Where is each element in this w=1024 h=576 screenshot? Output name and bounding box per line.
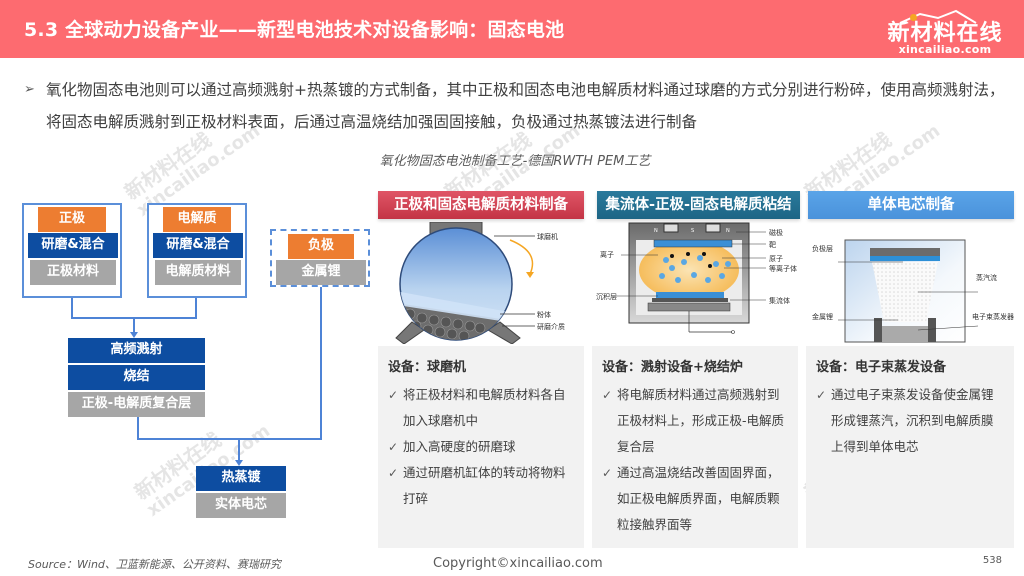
page-number: 538 — [982, 555, 1002, 566]
connector-line — [137, 438, 322, 440]
figure-caption: 氧化物固态电池制备工艺-德国RWTH PEM工艺 — [379, 154, 651, 169]
svg-text:S: S — [691, 228, 694, 234]
sintering-step: 烧结 — [68, 365, 205, 390]
electrolyte-group: 电解质 研磨&混合 电解质材料 — [147, 203, 247, 298]
page-title: 5.3 全球动力设备产业——新型电池技术对设备影响：固态电池 — [24, 19, 565, 41]
check-icon: ✓ — [602, 388, 613, 402]
label-atom: 原子 — [769, 255, 783, 263]
label-magnetic-pole: 磁极 — [769, 229, 783, 237]
list-item: ✓将电解质材料通过高频溅射到正极材料上，形成正极-电解质复合层 — [602, 382, 788, 460]
anode-label: 负极 — [288, 234, 354, 259]
label-plasma: 等离子体 — [769, 265, 797, 273]
sputtering-step: 高频溅射 — [68, 338, 205, 363]
svg-text:N: N — [726, 228, 730, 234]
label-grinding-media: 研磨介质 — [537, 323, 565, 331]
bullet-text: 氧化物固态电池则可以通过高频溅射+热蒸镀的方式制备，其中正极和固态电池电解质材料… — [46, 81, 1005, 131]
solid-cell: 实体电芯 — [196, 493, 286, 518]
logo-text-cn: 新材料在线 — [887, 21, 1003, 46]
composite-layer: 正极-电解质复合层 — [68, 392, 205, 417]
list-item: ✓将正极材料和电解质材料各自加入球磨机中 — [388, 382, 574, 434]
panel-body: 设备：溅射设备+烧结炉 ✓将电解质材料通过高频溅射到正极材料上，形成正极-电解质… — [592, 346, 798, 548]
panel-body: 设备：电子束蒸发设备 ✓通过电子束蒸发设备使金属锂形成锂蒸汽，沉积到电解质膜上得… — [806, 346, 1014, 548]
connector-line — [71, 298, 73, 318]
list-item: ✓通过研磨机缸体的转动将物料打碎 — [388, 460, 574, 512]
arrow-bullet-icon: ➢ — [24, 82, 35, 97]
label-deposition-layer: 沉积层 — [596, 293, 617, 301]
connector-line — [238, 439, 240, 460]
check-icon: ✓ — [816, 388, 827, 402]
connector-line — [133, 318, 135, 332]
bullet-paragraph: ➢ 氧化物固态电池则可以通过高频溅射+热蒸镀的方式制备，其中正极和固态电池电解质… — [24, 74, 1014, 138]
anode-group: 负极 金属锂 — [270, 229, 370, 287]
panel-header: 集流体-正极-固态电解质粘结 — [597, 191, 800, 219]
logo-text-en: xincailiao.com — [898, 43, 992, 56]
check-icon: ✓ — [388, 466, 399, 480]
label-current-collector: 集流体 — [769, 297, 790, 305]
label-anode-layer: 负极层 — [812, 245, 833, 253]
arrow-down-icon — [235, 460, 243, 466]
logo-dot-icon — [910, 14, 917, 21]
electrolyte-label: 电解质 — [163, 207, 231, 232]
label-ball-mill: 球磨机 — [537, 233, 558, 241]
label-vapor-stream: 蒸汽流 — [976, 274, 997, 282]
label-ion: 离子 — [600, 251, 614, 259]
svg-text:N: N — [654, 228, 658, 234]
header-bar: 5.3 全球动力设备产业——新型电池技术对设备影响：固态电池 新材料在线 xin… — [0, 0, 1024, 58]
copyright: Copyright©xincailiao.com — [433, 556, 603, 571]
evaporation-step: 热蒸镀 — [196, 466, 286, 491]
equipment-title: 设备：电子束蒸发设备 — [816, 360, 947, 375]
anode-material: 金属锂 — [276, 260, 366, 285]
connector-line — [137, 417, 139, 439]
check-icon: ✓ — [602, 466, 613, 480]
panel-header: 正极和固态电解质材料制备 — [378, 191, 584, 219]
label-electron-beam-evaporator: 电子束蒸发器 — [972, 313, 1014, 321]
panel-header: 单体电芯制备 — [808, 191, 1014, 219]
cathode-label: 正极 — [38, 207, 106, 232]
label-powder: 粉体 — [537, 311, 551, 319]
list-item: ✓通过电子束蒸发设备使金属锂形成锂蒸汽，沉积到电解质膜上得到单体电芯 — [816, 382, 1004, 460]
source-note: Source：Wind、卫蓝新能源、公开资料、赛瑞研究 — [28, 558, 281, 571]
electrolyte-grind-step: 研磨&混合 — [153, 233, 243, 258]
list-item: ✓加入高硬度的研磨球 — [388, 434, 574, 460]
logo: 新材料在线 xincailiao.com — [880, 6, 1010, 56]
cathode-group: 正极 研磨&混合 正极材料 — [22, 203, 122, 298]
label-target: 靶 — [769, 241, 776, 249]
evaporation-illustration — [838, 239, 979, 343]
ball-mill-illustration — [395, 222, 535, 344]
check-icon: ✓ — [388, 440, 399, 454]
arrow-down-icon — [130, 332, 138, 338]
list-item: ✓通过高温烧结改善固固界面，如正极电解质界面，电解质颗粒接触界面等 — [602, 460, 788, 538]
connector-line — [320, 287, 322, 439]
cathode-grind-step: 研磨&混合 — [28, 233, 118, 258]
check-icon: ✓ — [388, 388, 399, 402]
equipment-title: 设备：球磨机 — [388, 360, 467, 375]
panel-body: 设备：球磨机 ✓将正极材料和电解质材料各自加入球磨机中 ✓加入高硬度的研磨球 ✓… — [378, 346, 584, 548]
connector-line — [195, 298, 197, 318]
equipment-title: 设备：溅射设备+烧结炉 — [602, 360, 743, 375]
cathode-material: 正极材料 — [30, 260, 116, 285]
electrolyte-material: 电解质材料 — [155, 260, 241, 285]
label-lithium-metal: 金属锂 — [812, 313, 833, 321]
